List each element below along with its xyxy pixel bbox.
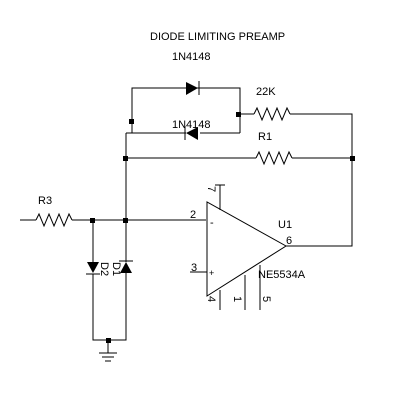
resistor-r3-label: R3	[38, 195, 52, 207]
loop-wire-bottom-left	[131, 132, 186, 134]
d2-triangle	[87, 262, 99, 273]
d1-label: D1	[110, 262, 122, 276]
diode-bottom-triangle	[186, 127, 198, 140]
pin-label-6: 6	[286, 235, 292, 247]
diode-top-triangle	[186, 82, 198, 95]
pin-label-7: 7	[205, 186, 217, 192]
opamp-ref-label: U1	[278, 219, 292, 231]
diode-bottom	[184, 126, 198, 140]
opamp-triangle	[206, 201, 287, 297]
schematic-title: DIODE LIMITING PREAMP	[150, 31, 285, 43]
diode-top-label: 1N4148	[172, 51, 211, 63]
opamp-u1	[190, 184, 287, 310]
d2-label: D2	[98, 262, 110, 276]
pin-label-3: 3	[191, 262, 197, 274]
resistor-r1	[123, 150, 355, 166]
ground-symbol	[99, 338, 117, 362]
junction-dot	[129, 119, 134, 124]
r3-zigzag	[35, 212, 73, 228]
resistor-22k	[240, 106, 353, 158]
resistor-22k-label: 22K	[256, 86, 276, 98]
junction-dot	[236, 112, 241, 117]
resistor-22k-zigzag	[253, 106, 291, 122]
diode-top	[186, 81, 200, 95]
clamp-loop-bottom	[92, 273, 127, 341]
diode-bottom-label: 1N4148	[172, 119, 211, 131]
output-feedback-wire	[286, 158, 353, 247]
opamp-part-label: NE5534A	[258, 269, 306, 281]
clamp-diodes	[86, 220, 133, 341]
resistor-r3	[20, 212, 206, 228]
resistor-22k-wire	[290, 113, 353, 158]
pin-label-5: 5	[260, 296, 272, 302]
resistor-r1-label: R1	[258, 131, 272, 143]
pin-label-2: 2	[190, 209, 196, 221]
d1-triangle	[120, 262, 132, 273]
pin-label-1: 1	[231, 296, 243, 302]
pin-label-4: 4	[205, 296, 217, 302]
junction-dot	[106, 338, 111, 343]
opamp-minus-sign: -	[210, 217, 214, 229]
r1-zigzag	[255, 150, 293, 166]
opamp-plus-sign: +	[209, 268, 214, 278]
